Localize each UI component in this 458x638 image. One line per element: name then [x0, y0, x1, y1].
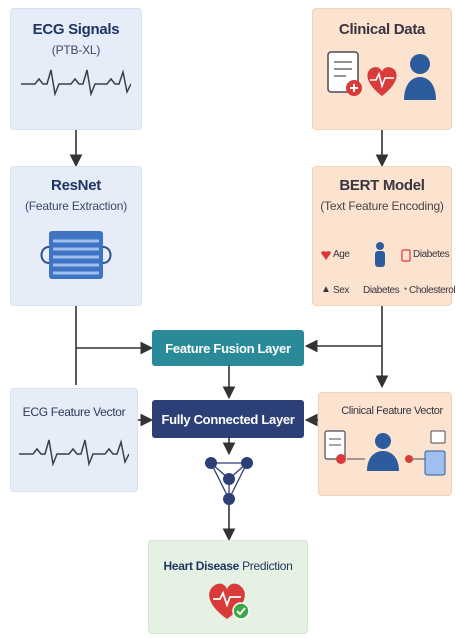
ecg-waveform-icon: [19, 439, 130, 467]
document-icon: [401, 249, 411, 262]
clinical-data-title: Clinical Data: [338, 21, 426, 38]
ecg-waveform-icon: [21, 69, 132, 97]
feature-fusion-layer: Feature Fusion Layer: [152, 330, 304, 366]
bert-attr-age: Age: [333, 249, 350, 260]
clinical-data-icons: [327, 51, 436, 100]
database-icon: [424, 430, 446, 476]
document-icon: [324, 430, 346, 464]
clinical-feature-vector-label: Clinical Feature Vector: [341, 405, 443, 417]
bert-attr-cholesterol: Cholesterol: [409, 285, 456, 296]
bert-attr-sex: Sex: [333, 285, 350, 296]
ecg-feature-vector-label: ECG Feature Vector: [22, 405, 126, 419]
ecg-signals-title: ECG Signals: [32, 21, 120, 38]
bert-attr-diabetes: Diabetes: [413, 249, 450, 260]
sex-icon: ▲: [321, 284, 331, 295]
prediction-box: Heart Disease Prediction: [148, 540, 308, 634]
prediction-label-bold: Heart Disease: [163, 559, 240, 573]
person-icon: [404, 54, 436, 100]
resnet-subtitle: (Feature Extraction): [24, 199, 128, 213]
resnet-title: ResNet: [51, 177, 101, 194]
clinical-feature-vector-box: Clinical Feature Vector: [318, 392, 452, 496]
bert-attr-diabetes-2: Diabetes: [363, 285, 400, 296]
resnet-box: ResNet (Feature Extraction): [10, 166, 142, 306]
fully-connected-layer: Fully Connected Layer: [152, 400, 304, 438]
heart-icon: [367, 67, 397, 96]
cholesterol-icon: ◔: [402, 284, 408, 294]
clinical-data-box: Clinical Data: [312, 8, 452, 130]
neural-network-block-icon: [40, 231, 112, 279]
neural-network-icon: [205, 457, 253, 505]
person-icon: [367, 433, 399, 471]
person-icon: [375, 242, 385, 267]
ecg-feature-vector-box: ECG Feature Vector: [10, 388, 138, 492]
prediction-label-plain: Prediction: [242, 559, 293, 573]
document-icon: [327, 51, 362, 96]
bert-model-subtitle: (Text Feature Encoding): [320, 199, 444, 213]
clinical-vector-icons: [324, 430, 446, 476]
prediction-label: Heart Disease Prediction: [149, 559, 307, 573]
heart-check-icon: [209, 583, 250, 620]
bert-model-title: BERT Model: [339, 177, 425, 194]
ecg-signals-box: ECG Signals (PTB-XL): [10, 8, 142, 130]
bert-model-box: BERT Model (Text Feature Encoding) Age D…: [312, 166, 456, 306]
age-icon: [321, 251, 331, 260]
ecg-signals-subtitle: (PTB-XL): [51, 43, 101, 57]
